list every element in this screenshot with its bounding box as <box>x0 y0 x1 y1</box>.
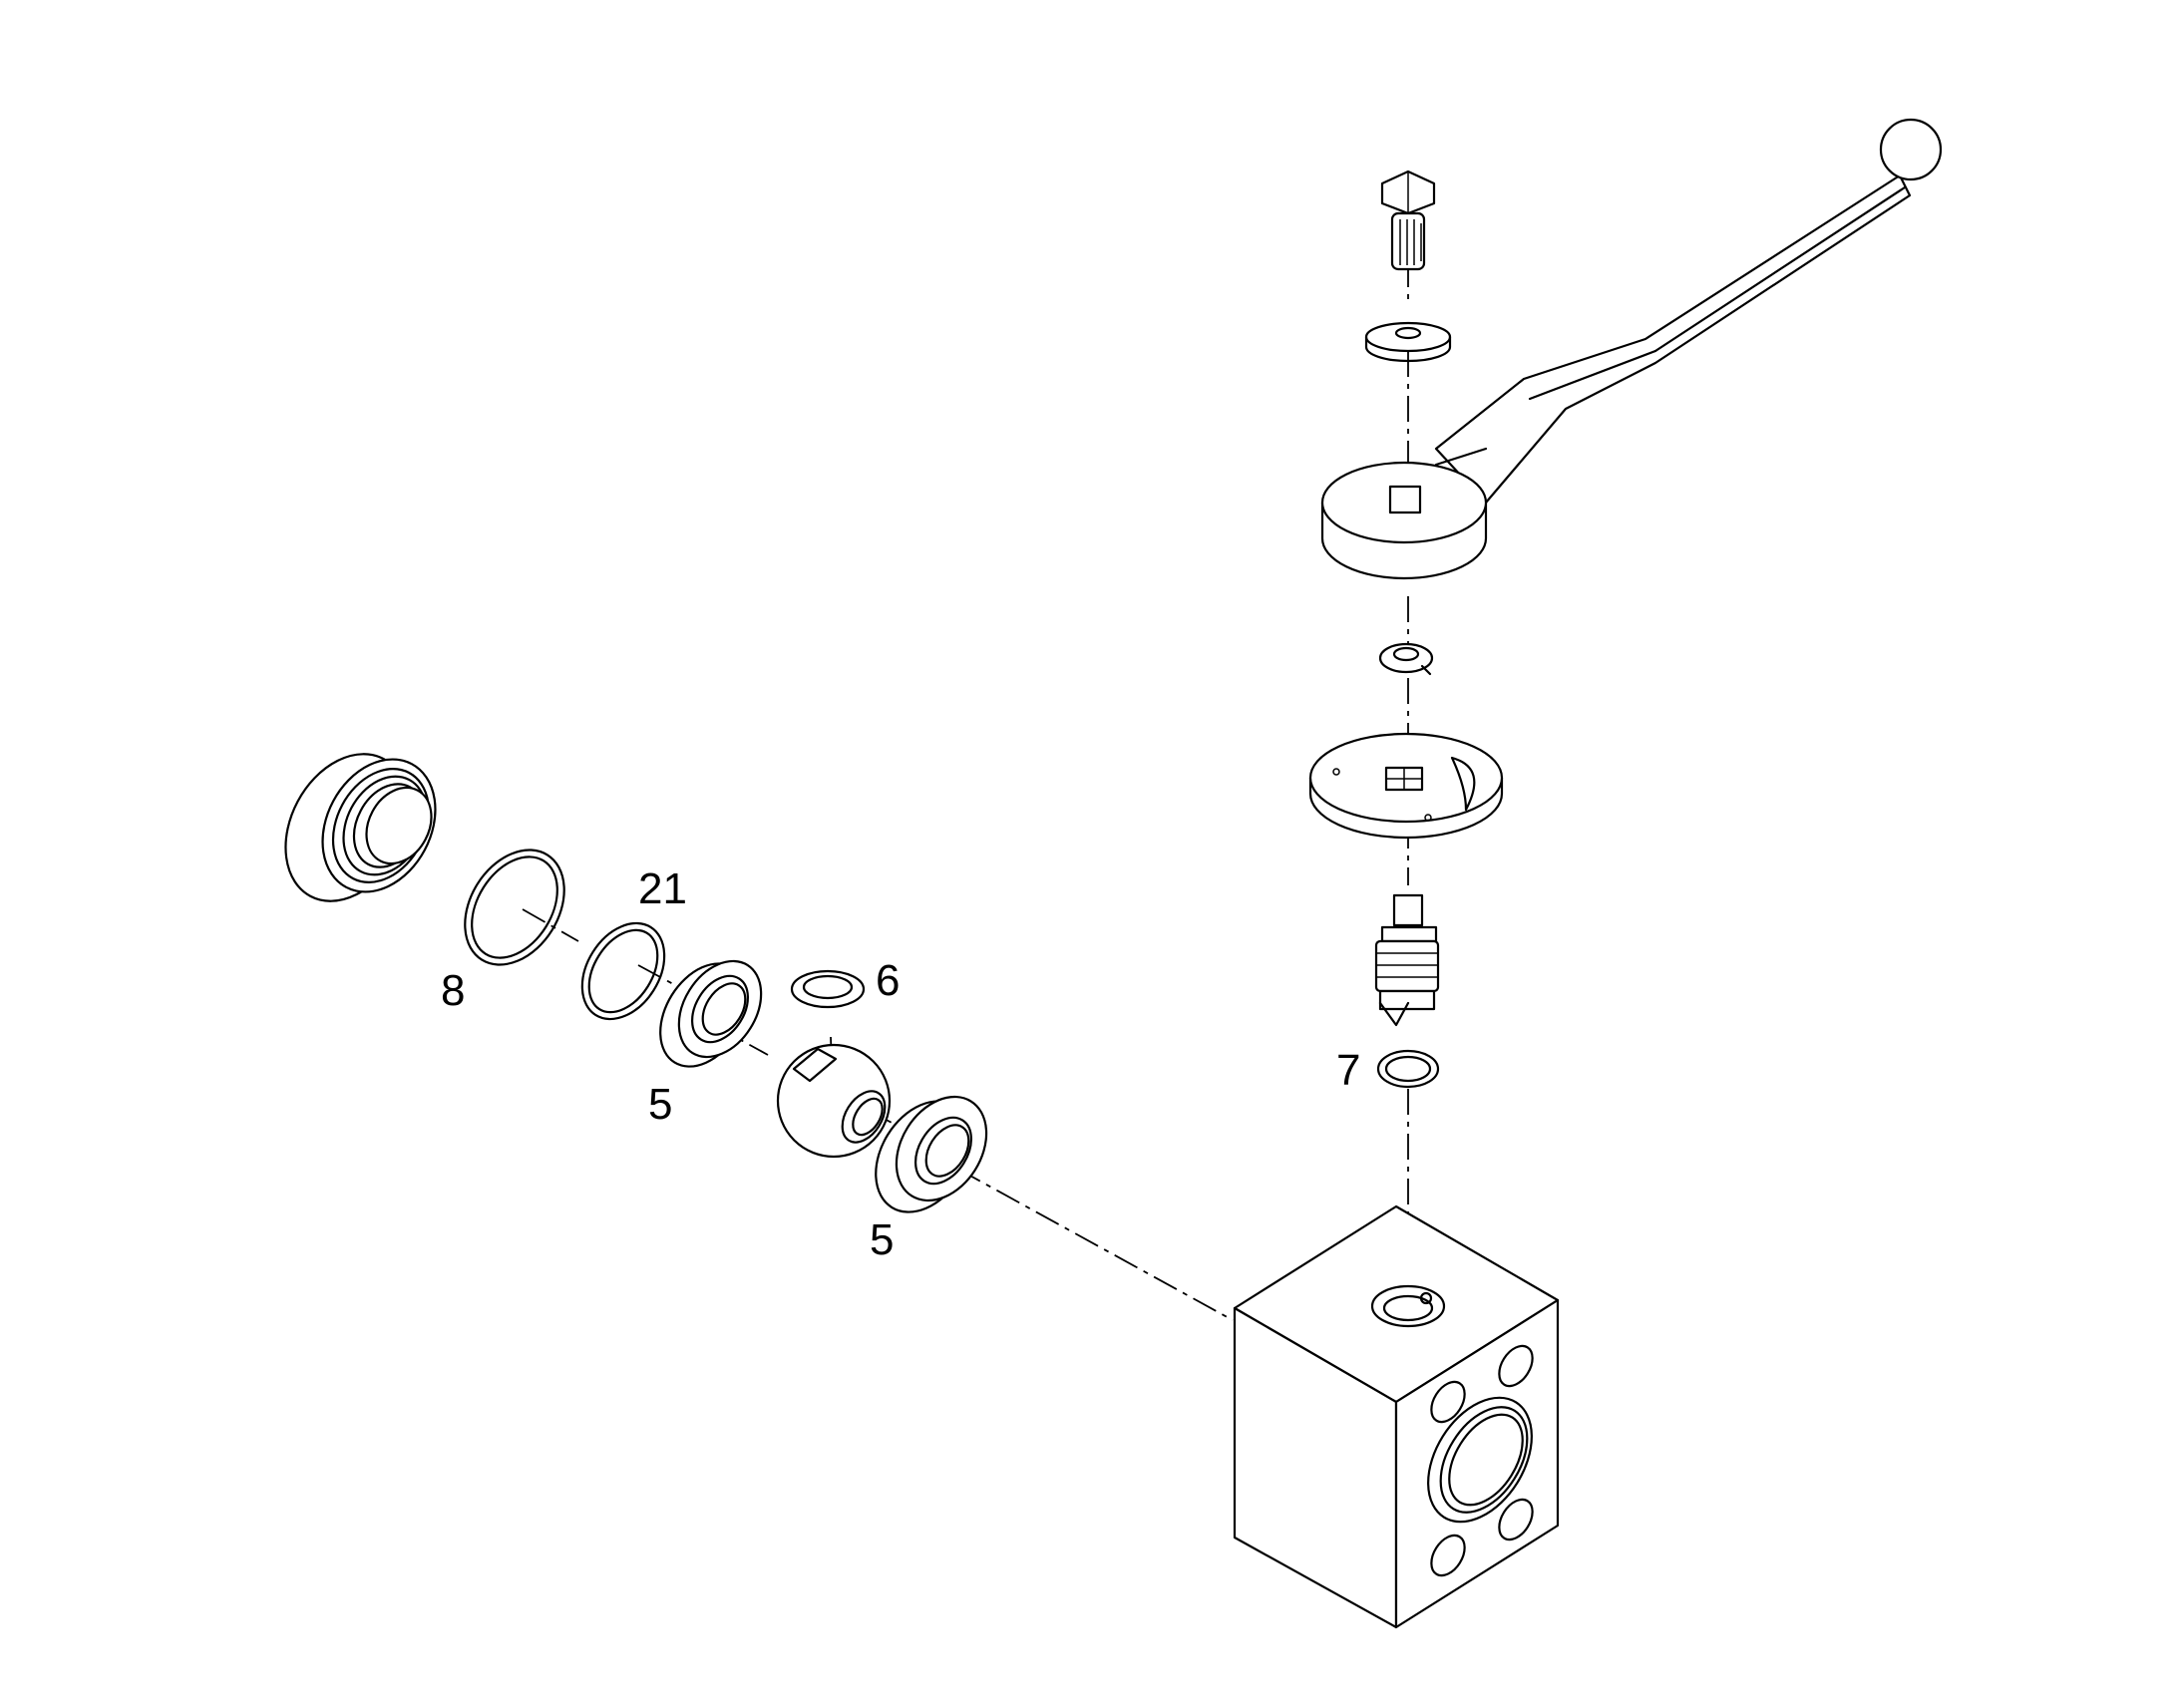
valve-stem <box>1374 893 1440 1027</box>
callout-5-right: 5 <box>870 1215 894 1264</box>
bolt <box>1380 170 1436 271</box>
axis-lines <box>522 261 1409 1321</box>
callout-8: 8 <box>441 966 465 1015</box>
valve-body <box>1233 1204 1560 1629</box>
stem-seal-ring <box>790 969 866 1009</box>
end-cap <box>284 753 437 902</box>
seat-ring-left <box>659 959 763 1068</box>
stem-o-ring <box>1376 1049 1440 1089</box>
large-o-ring <box>464 849 565 966</box>
stop-plate <box>1308 732 1504 840</box>
callout-7: 7 <box>1336 1046 1360 1095</box>
ball <box>776 1043 892 1159</box>
backup-ring <box>580 921 666 1021</box>
flat-washer <box>1364 321 1452 363</box>
callout-21: 21 <box>638 864 687 913</box>
seat-ring-right <box>875 1095 988 1213</box>
callout-5-left: 5 <box>648 1080 672 1129</box>
callout-6: 6 <box>876 956 900 1005</box>
handle-lever <box>1320 118 1943 580</box>
callouts: 8 21 5 6 5 7 <box>441 864 1360 1264</box>
lock-washer <box>1378 642 1434 676</box>
